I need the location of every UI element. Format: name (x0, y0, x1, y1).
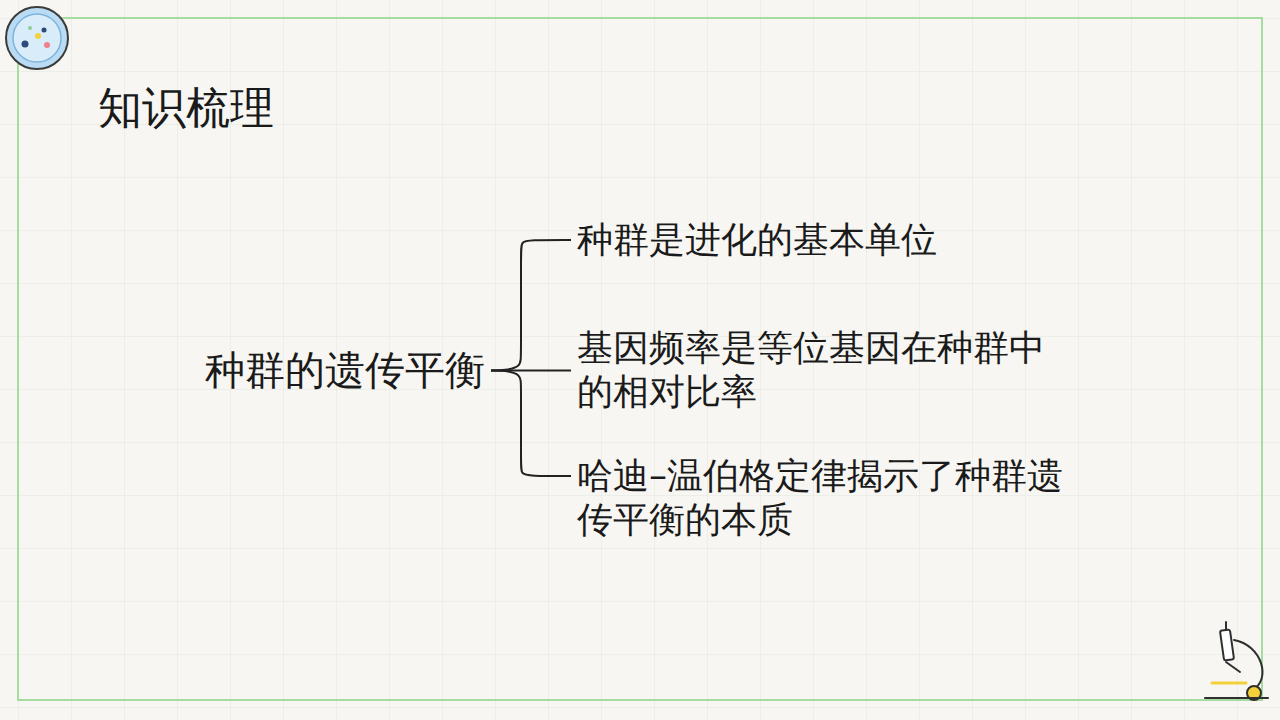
brace-branch (491, 370, 571, 476)
slide-title: 知识梳理 (98, 82, 274, 135)
microscope-icon (1205, 622, 1268, 700)
slide-frame (18, 18, 1262, 700)
topic-text: 种群的遗传平衡 (205, 346, 485, 395)
topic-text: 哈迪–温伯格定律揭示了种群遗传平衡的本质 (577, 454, 1077, 542)
petri-dish-icon (6, 7, 68, 69)
branch-topic: 种群是进化的基本单位 (575, 216, 1079, 264)
branch-topic: 基因频率是等位基因在种群中的相对比率 (575, 324, 1079, 416)
topic-text: 种群是进化的基本单位 (577, 218, 1077, 262)
topic-text: 基因频率是等位基因在种群中的相对比率 (577, 326, 1077, 414)
root-topic: 种群的遗传平衡 (203, 344, 487, 397)
brace-branch (491, 240, 571, 370)
branch-topic: 哈迪–温伯格定律揭示了种群遗传平衡的本质 (575, 452, 1079, 544)
